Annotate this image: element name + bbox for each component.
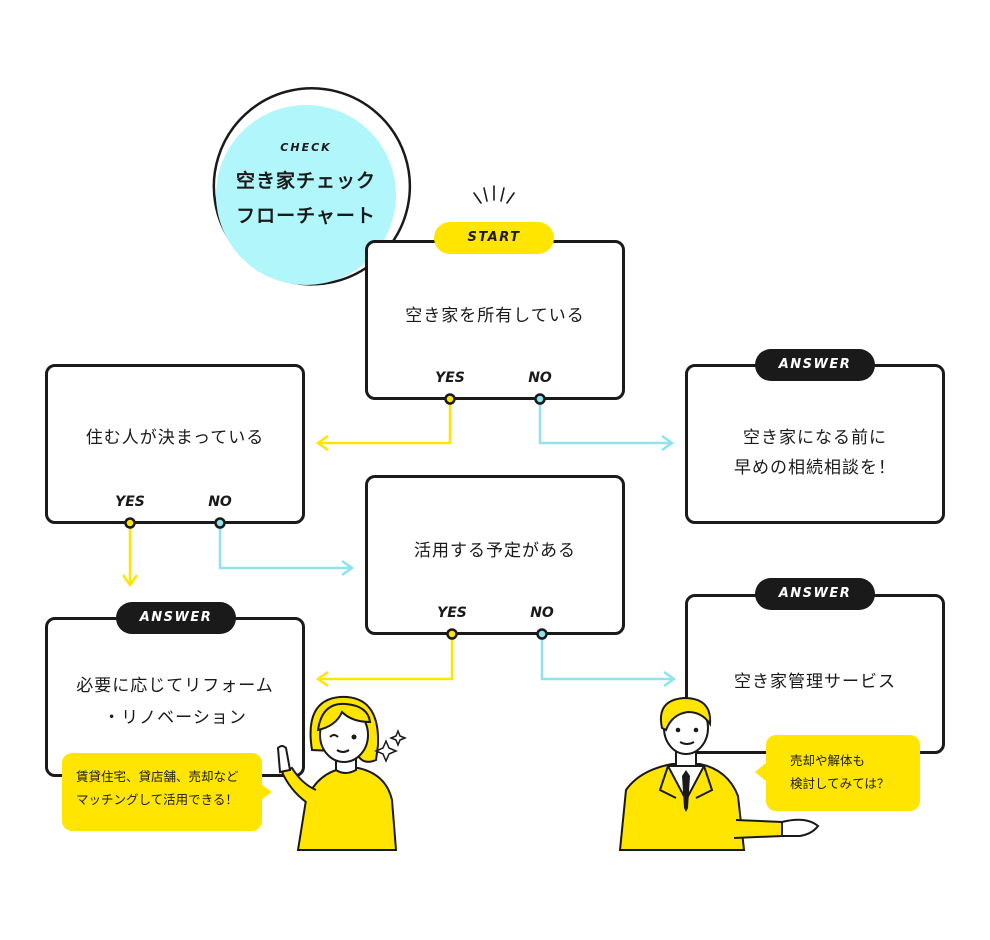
speech-bubble-man: 売却や解体も 検討してみては？ <box>766 735 920 811</box>
speech-line-1: 賃貸住宅、貸店舗、売却など <box>76 769 239 784</box>
answer-box-inheritance: 空き家になる前に 早めの相続相談を！ <box>685 364 945 524</box>
arrow-q3-yes <box>318 634 454 681</box>
question-text: 空き家を所有している <box>405 306 585 326</box>
no-label: NO <box>530 605 554 621</box>
yes-label: YES <box>435 370 465 386</box>
answer-badge: ANSWER <box>755 349 875 381</box>
no-dot <box>534 393 546 405</box>
yes-dot <box>446 628 458 640</box>
arrow-q3-no <box>540 634 674 681</box>
yes-dot <box>124 517 136 529</box>
answer-line-1: 必要に応じてリフォーム <box>76 676 274 696</box>
arrow-q1-yes <box>318 399 452 445</box>
start-badge: START <box>434 222 554 254</box>
arrow-q1-no <box>538 399 672 445</box>
no-label: NO <box>208 494 232 510</box>
yes-label: YES <box>437 605 467 621</box>
question-text: 住む人が決まっている <box>85 428 265 448</box>
speech-bubble-woman: 賃貸住宅、貸店舗、売却など マッチングして活用できる！ <box>62 753 262 831</box>
no-label: NO <box>528 370 552 386</box>
title-line-2: フローチャート <box>236 205 376 227</box>
yes-label: YES <box>115 494 145 510</box>
answer-badge: ANSWER <box>755 578 875 610</box>
arrow-q2-no <box>218 523 352 570</box>
no-dot <box>536 628 548 640</box>
question-box-resident-decided: 住む人が決まっている <box>45 364 305 524</box>
answer-box-renovation: 必要に応じてリフォーム ・リノベーション <box>45 617 305 777</box>
question-box-plan-to-use: 活用する予定がある <box>365 475 625 635</box>
question-text: 活用する予定がある <box>414 541 576 561</box>
answer-badge: ANSWER <box>116 602 236 634</box>
sparkle-icon <box>473 185 515 204</box>
answer-line-2: 早めの相続相談を！ <box>734 458 896 478</box>
speech-line-1: 売却や解体も <box>790 753 866 768</box>
title-line-1: 空き家チェック <box>235 170 376 192</box>
no-dot <box>214 517 226 529</box>
answer-line-1: 空き家管理サービス <box>734 672 896 692</box>
yes-dot <box>444 393 456 405</box>
speech-line-2: 検討してみては？ <box>790 776 890 791</box>
answer-line-1: 空き家になる前に <box>743 428 887 448</box>
title-eyebrow: CHECK <box>280 141 332 154</box>
answer-line-2: ・リノベーション <box>103 708 247 728</box>
speech-line-2: マッチングして活用できる！ <box>76 792 238 807</box>
